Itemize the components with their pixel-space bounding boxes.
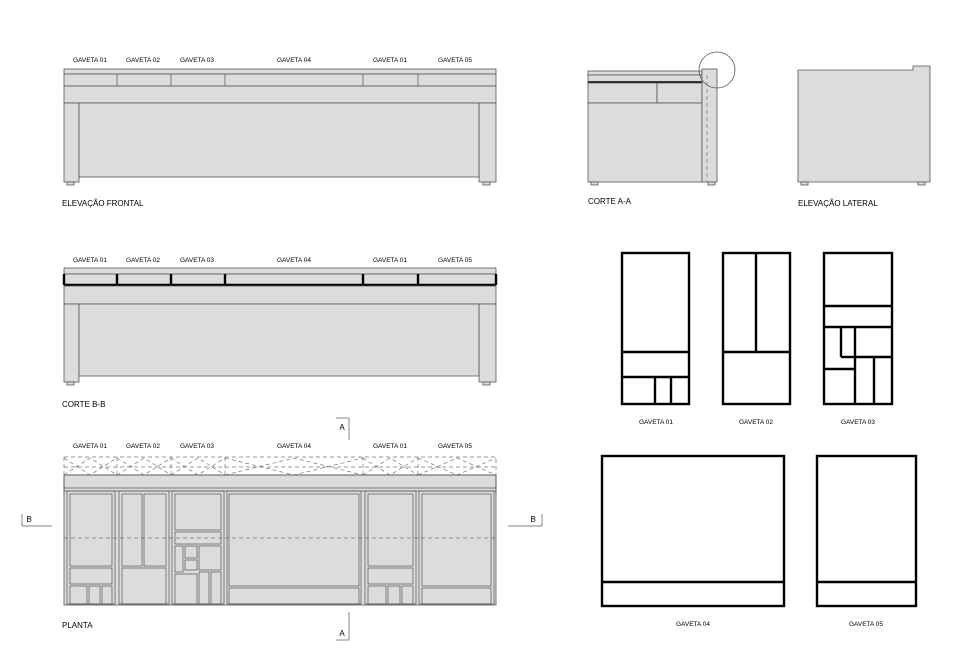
drawer-label-04: GAVETA 04 — [277, 443, 311, 450]
drawer-label-05: GAVETA 05 — [438, 443, 472, 450]
countertop — [63, 68, 497, 75]
leg-right — [478, 102, 497, 183]
detail-label-03: GAVETA 03 — [841, 419, 875, 426]
drawer-label-01: GAVETA 01 — [73, 257, 107, 264]
side-elevation: ELEVAÇÃO LATERAL — [797, 65, 931, 208]
back-panel — [78, 102, 480, 178]
svg-text:A: A — [339, 629, 345, 638]
title-side-elevation: ELEVAÇÃO LATERAL — [798, 199, 878, 208]
leg-left — [63, 102, 80, 183]
detail-label-02: GAVETA 02 — [739, 419, 773, 426]
drawer-label-01b: GAVETA 01 — [373, 57, 407, 64]
drawer-label-04: GAVETA 04 — [277, 57, 311, 64]
front-elevation-drawer-labels: GAVETA 01 GAVETA 02 GAVETA 03 GAVETA 04 … — [73, 57, 472, 64]
svg-text:B: B — [26, 515, 31, 524]
detail-drawer-02: GAVETA 02 — [721, 251, 792, 426]
section-mark-b-right: B — [508, 514, 543, 527]
drawer-label-01: GAVETA 01 — [73, 57, 107, 64]
drawer-label-03: GAVETA 03 — [180, 257, 214, 264]
drawer-label-01b: GAVETA 01 — [373, 257, 407, 264]
plan-drawer-labels: GAVETA 01 GAVETA 02 GAVETA 03 GAVETA 04 … — [73, 443, 472, 450]
title-plan: PLANTA — [62, 621, 93, 630]
detail-label-01: GAVETA 01 — [639, 419, 673, 426]
drawer-label-03: GAVETA 03 — [180, 443, 214, 450]
detail-drawer-04: GAVETA 04 — [600, 454, 786, 628]
front-elevation: GAVETA 01 GAVETA 02 GAVETA 03 GAVETA 04 … — [62, 57, 497, 208]
section-bb-drawer-labels: GAVETA 01 GAVETA 02 GAVETA 03 GAVETA 04 … — [73, 257, 472, 264]
plan-view: GAVETA 01 GAVETA 02 GAVETA 03 GAVETA 04 … — [21, 417, 543, 641]
detail-drawer-01: GAVETA 01 — [620, 251, 691, 426]
section-bb: GAVETA 01 GAVETA 02 GAVETA 03 GAVETA 04 … — [62, 257, 498, 409]
drawer-label-05: GAVETA 05 — [438, 57, 472, 64]
section-aa: CORTE A-A — [587, 51, 736, 206]
drawer-label-02: GAVETA 02 — [126, 257, 160, 264]
section-mark-a-bottom: A — [336, 612, 350, 641]
title-section-bb: CORTE B-B — [62, 400, 105, 409]
drawer-label-03: GAVETA 03 — [180, 57, 214, 64]
drawer-label-01b: GAVETA 01 — [373, 443, 407, 450]
detail-drawer-03: GAVETA 03 — [822, 251, 894, 426]
title-front-elevation: ELEVAÇÃO FRONTAL — [62, 199, 144, 208]
svg-text:B: B — [530, 515, 535, 524]
detail-label-05: GAVETA 05 — [849, 621, 883, 628]
drawer-label-05: GAVETA 05 — [438, 257, 472, 264]
title-section-aa: CORTE A-A — [588, 197, 632, 206]
drawer-label-02: GAVETA 02 — [126, 57, 160, 64]
section-mark-a-top: A — [336, 417, 350, 440]
drawer-label-02: GAVETA 02 — [126, 443, 160, 450]
apron — [63, 85, 497, 104]
detail-label-04: GAVETA 04 — [676, 621, 710, 628]
svg-text:A: A — [339, 423, 345, 432]
drawer-label-01: GAVETA 01 — [73, 443, 107, 450]
drawer-band — [63, 73, 497, 87]
drawer-label-04: GAVETA 04 — [277, 257, 311, 264]
detail-drawer-05: GAVETA 05 — [815, 454, 918, 628]
section-mark-b-left: B — [21, 514, 52, 527]
